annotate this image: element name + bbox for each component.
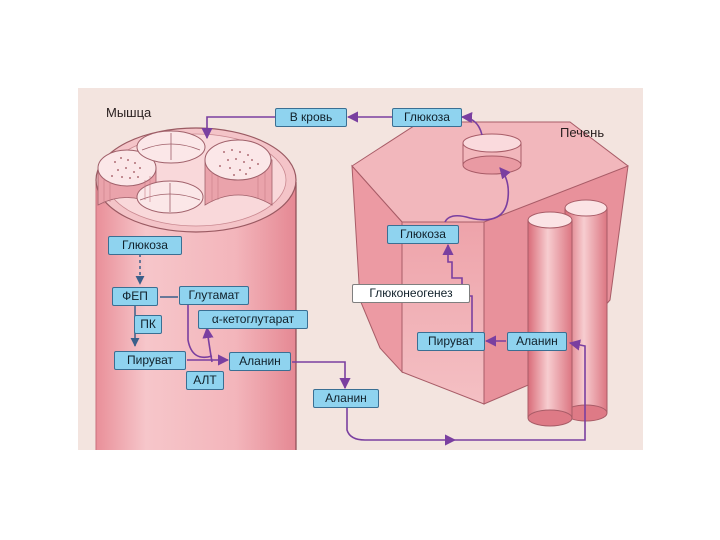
glucose-liver-node: Глюкоза <box>387 225 459 244</box>
alt-node: АЛТ <box>186 371 224 390</box>
liver-label: Печень <box>560 125 605 140</box>
gluconeogenesis-node: Глюконеогенез <box>352 284 470 303</box>
fep-node: ФЕП <box>112 287 158 306</box>
pathway-arrows <box>187 111 586 446</box>
alanine-muscle-node: Аланин <box>229 352 291 371</box>
glutamate-node: Глутамат <box>179 286 249 305</box>
to-blood-node: В кровь <box>275 108 347 127</box>
alanine-liver-node: Аланин <box>507 332 567 351</box>
ketoglutarate-node: α-кетоглутарат <box>198 310 308 329</box>
pyruvate-muscle-node: Пируват <box>114 351 186 370</box>
pyruvate-liver-node: Пируват <box>417 332 485 351</box>
pk-node: ПК <box>134 315 162 334</box>
muscle-fascicles <box>97 130 273 214</box>
alanine-blood-node: Аланин <box>313 389 379 408</box>
glucose-top-node: Глюкоза <box>392 108 462 127</box>
muscle-label: Мышца <box>106 105 152 120</box>
liver-tubes <box>527 199 608 427</box>
glucose-muscle-node: Глюкоза <box>108 236 182 255</box>
